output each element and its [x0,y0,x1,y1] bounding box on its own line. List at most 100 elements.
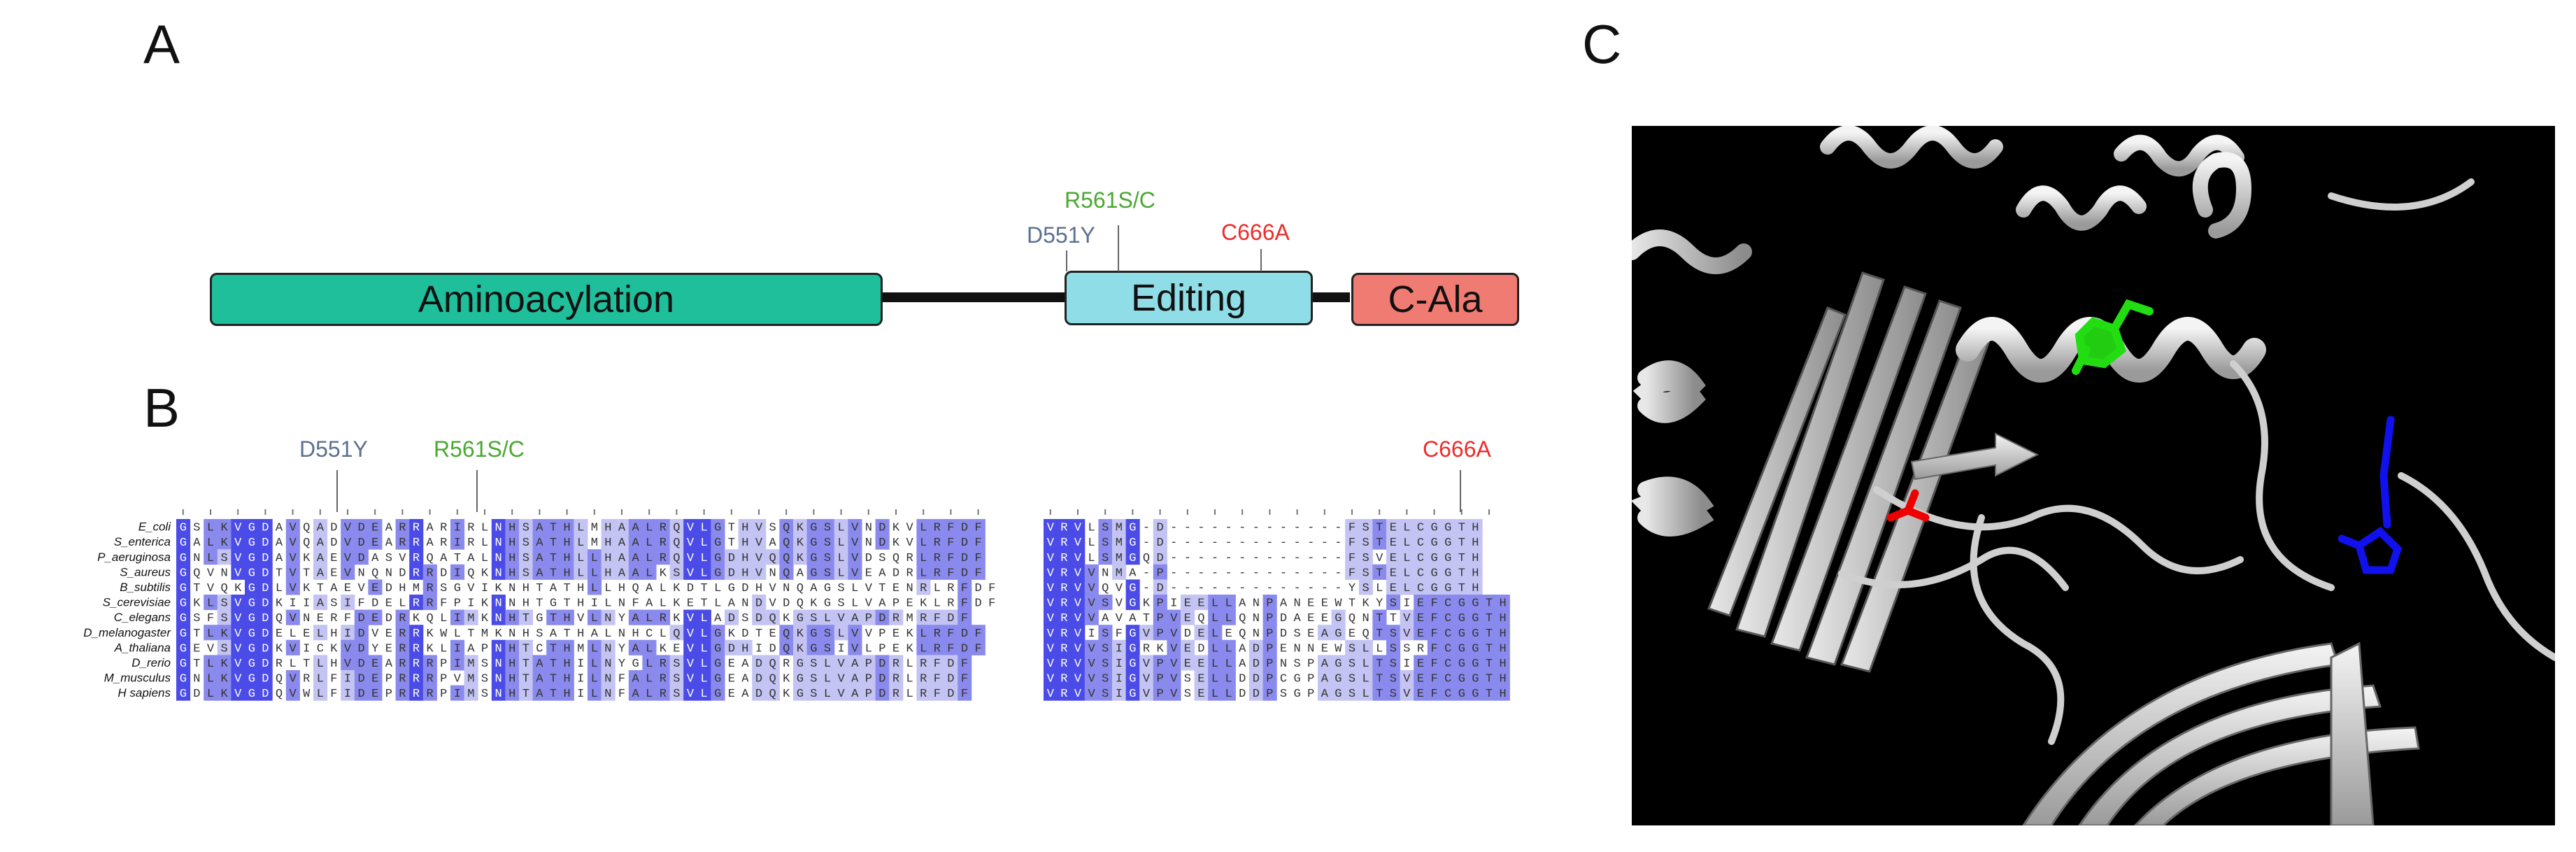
block1-cell [341,655,355,671]
block2-residue: E [1184,597,1191,611]
block1-residue: G [797,688,804,701]
block2-cell [1071,549,1086,565]
block1-cell [519,564,534,580]
block2-residue: - [1170,522,1177,535]
block1-cell [930,549,945,565]
block2-cell [1441,549,1456,565]
block1-residue: N [508,597,515,611]
block2-residue: V [1403,688,1411,701]
block1-residue: R [892,658,899,671]
block1-residue: M [906,612,913,625]
block1-residue: V [769,582,776,595]
block1-residue: M [413,582,420,595]
block2-cell [1249,655,1264,671]
block2-residue: T [1376,658,1383,671]
block1-cell [231,549,245,565]
block1-residue: A [728,597,736,611]
block1-cell [820,639,835,655]
block2-residue: E [1417,597,1424,611]
block2-cell [1167,625,1181,641]
block2-residue: E [1280,642,1287,655]
block1-residue: A [851,658,859,671]
block2-residue: - [1253,537,1260,550]
block1-cell [245,579,259,595]
block1-residue: K [276,642,283,655]
block2-cell [1331,685,1346,701]
block2-residue: - [1225,582,1232,595]
block2-cell [1098,655,1113,671]
block1-cell [464,670,478,686]
block2-cell [1468,625,1483,641]
block1-cell [765,685,780,701]
block2-residue: V [1116,597,1123,611]
block2-residue: V [1143,673,1151,686]
block2-residue: - [1197,552,1204,565]
block1-cell [450,685,465,701]
block1-cell [532,549,547,565]
block1-cell [258,625,273,641]
block1-residue: R [947,597,954,611]
block1-cell [848,670,862,686]
block1-residue: E [371,673,378,686]
block1-residue: F [947,567,954,580]
block1-cell [450,655,465,671]
block1-residue: N [508,582,515,595]
block1-cell [779,639,794,655]
block1-cell [217,549,232,565]
block1-residue: V [234,552,242,565]
block1-residue: S [810,612,817,625]
block2-cell [1358,685,1373,701]
block2-residue: - [1253,567,1260,580]
editing-domain: Editing [1065,271,1313,325]
block2-residue: C [1444,627,1451,641]
block1-cell [588,609,602,625]
block2-residue: - [1293,552,1300,565]
d551y-tick-a [1066,250,1067,271]
block1-residue: E [728,688,735,701]
block1-cell [806,519,821,535]
block1-residue: G [810,552,817,565]
block1-residue: Q [797,597,804,611]
block2-residue: - [1143,567,1150,580]
block1-residue: A [632,522,639,535]
block1-residue: Q [673,552,680,565]
block1-residue: V [234,537,242,550]
c666a-label-a: C666A [1221,220,1290,245]
block1-residue: F [632,597,639,611]
block1-residue: T [522,658,529,671]
block1-residue: L [700,673,707,686]
block1-residue: S [810,673,817,686]
block1-residue: L [604,582,611,595]
block1-cell [354,639,369,655]
block1-residue: D [741,627,748,641]
block1-cell [560,609,574,625]
block1-cell [820,685,835,701]
block1-residue: C [536,642,543,655]
block1-residue: F [974,642,981,655]
block2-cell [1441,655,1456,671]
block1-cell [862,655,876,671]
block1-cell [574,564,588,580]
block2-cell [1441,685,1456,701]
block2-residue: V [1088,673,1095,686]
block1-residue: A [878,597,886,611]
block1-cell [313,519,328,535]
block2-residue: G [1472,642,1479,655]
block1-residue: R [413,597,420,611]
block1-cell [588,655,602,671]
block1-cell [779,564,794,580]
block1-cell [588,579,602,595]
block1-cell [285,519,300,535]
block2-residue: - [1211,537,1218,550]
block2-residue: N [1253,612,1260,625]
block2-residue: N [1362,612,1369,625]
block2-cell [1112,655,1127,671]
block2-residue: S [1390,688,1397,701]
block2-residue: H [1499,597,1506,611]
block1-residue: V [399,552,406,565]
block1-residue: F [974,522,981,535]
block2-residue: L [1225,597,1232,611]
block2-cell [1441,595,1456,611]
block2-cell [1044,625,1058,641]
block1-residue: A [714,612,722,625]
